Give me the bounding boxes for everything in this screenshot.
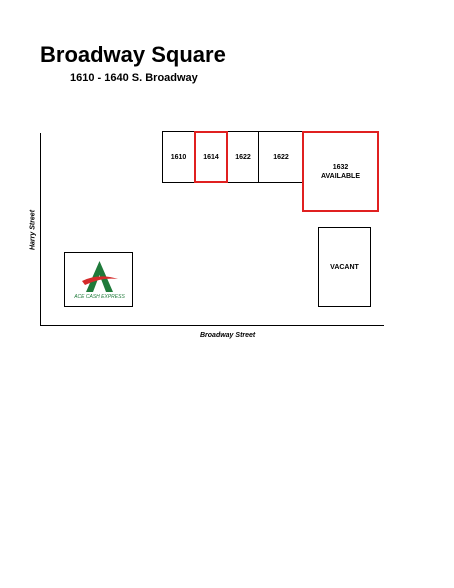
unit-1622a[interactable]: 1622 (227, 131, 259, 183)
harry-street-label: Harry Street (29, 209, 37, 251)
unit-label: 1622 (235, 153, 251, 161)
broadway-street-label: Broadway Street (200, 332, 256, 339)
unit-1614[interactable]: 1614 (194, 131, 228, 183)
ace-cash-express-parcel[interactable]: ACE CASH EXPRESS (64, 252, 133, 307)
vacant-label: VACANT (330, 263, 359, 271)
harry-street-line (40, 133, 41, 326)
page-title: Broadway Square (40, 42, 226, 67)
unit-1622b[interactable]: 1622 (258, 131, 304, 183)
unit-status: AVAILABLE (320, 172, 361, 180)
tenant-name: ACE CASH EXPRESS (74, 294, 125, 300)
unit-1632-available[interactable]: 1632 AVAILABLE (302, 131, 379, 212)
unit-label: 1614 (203, 153, 219, 161)
ace-logo-icon (82, 261, 118, 292)
page-subtitle: 1610 - 1640 S. Broadway (70, 72, 198, 84)
vacant-parcel[interactable]: VACANT (318, 227, 371, 307)
broadway-street-line (40, 325, 384, 326)
unit-label: 1610 (170, 153, 187, 161)
unit-1610[interactable]: 1610 (162, 131, 195, 183)
unit-label: 1622 (273, 153, 289, 161)
unit-label: 1632 (332, 163, 349, 171)
